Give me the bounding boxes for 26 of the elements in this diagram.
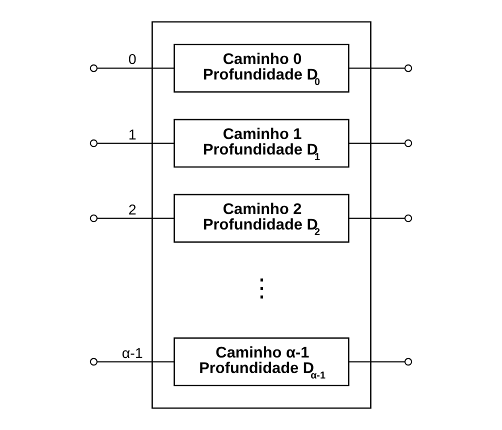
node-circle bbox=[404, 214, 412, 222]
connector bbox=[97, 68, 174, 69]
connector bbox=[348, 68, 405, 69]
connector bbox=[348, 142, 405, 144]
connector bbox=[97, 218, 174, 219]
node-circle bbox=[90, 214, 98, 222]
node-circle bbox=[90, 64, 98, 72]
connector bbox=[348, 361, 405, 362]
node-circle bbox=[90, 358, 98, 366]
cluster bbox=[152, 21, 372, 409]
node-box: Caminho 1 Profundidade D$_{1}$ bbox=[174, 118, 350, 168]
edge-label: 0 bbox=[128, 52, 136, 68]
edge-label: 1 bbox=[128, 127, 136, 144]
node-box: Caminho 2 Profundidade D$_{2}$ bbox=[174, 194, 350, 243]
node-circle bbox=[90, 139, 98, 148]
label: ⋮ bbox=[249, 275, 274, 302]
node-circle bbox=[404, 358, 412, 366]
connector bbox=[97, 361, 174, 362]
node-box: Caminho α-1 Profundidade D$_{α-1}$ bbox=[174, 337, 350, 386]
connector bbox=[97, 142, 174, 144]
node-box: Caminho 0 Profundidade D$_{0}$ bbox=[174, 44, 350, 93]
connector bbox=[348, 218, 405, 219]
edge-label: α-1 bbox=[122, 346, 143, 362]
node-circle bbox=[404, 139, 412, 148]
node-circle bbox=[404, 64, 412, 72]
edge-label: 2 bbox=[128, 202, 136, 218]
